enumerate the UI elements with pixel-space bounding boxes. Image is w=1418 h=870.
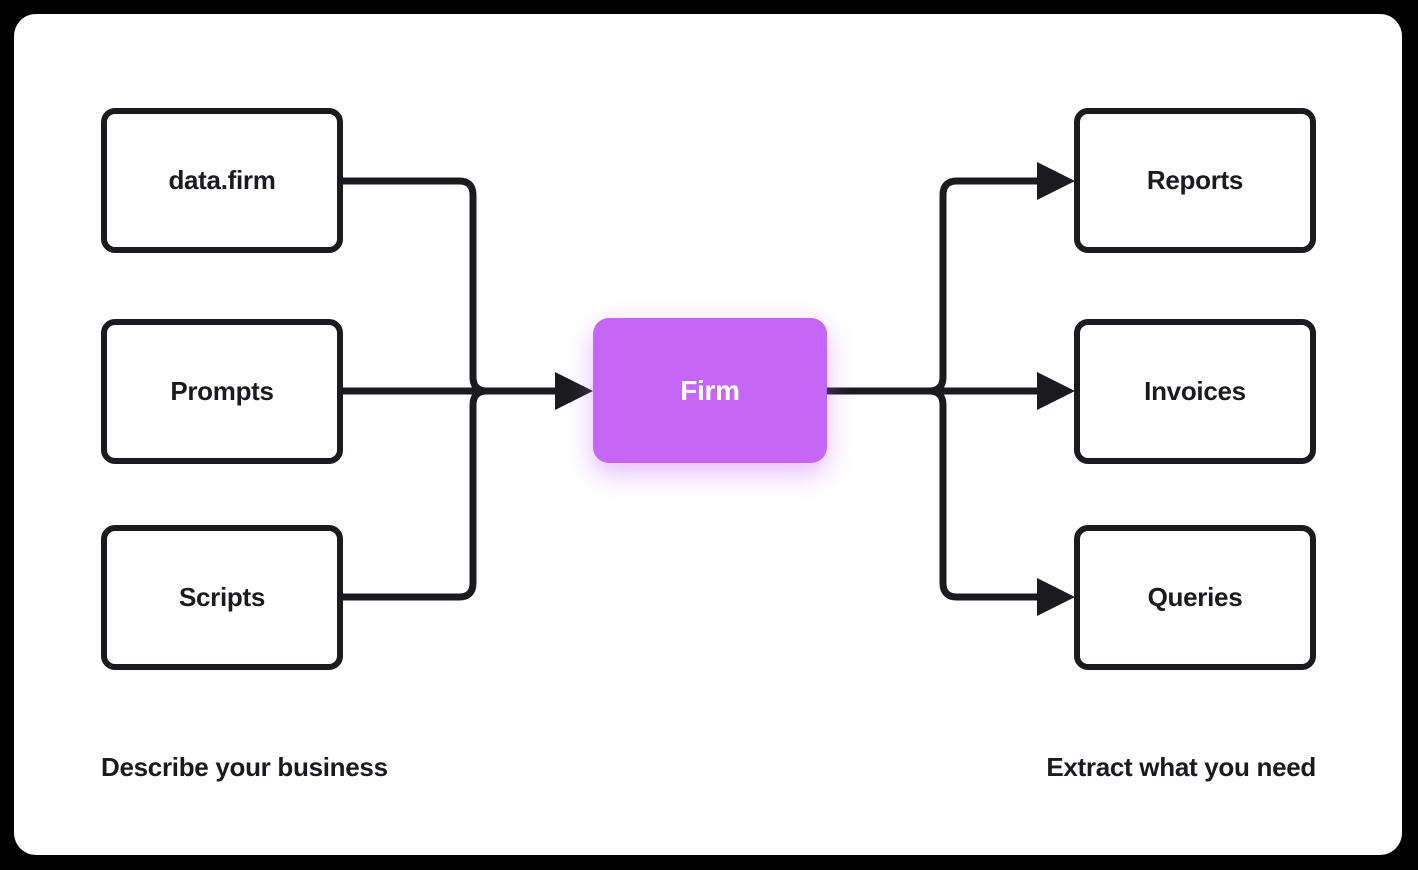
node-data-firm: data.firm xyxy=(101,108,343,253)
caption-describe-your-business: Describe your business xyxy=(101,752,388,782)
node-prompts: Prompts xyxy=(101,319,343,464)
node-reports: Reports xyxy=(1074,108,1316,253)
node-invoices-label: Invoices xyxy=(1144,376,1246,406)
node-scripts-label: Scripts xyxy=(178,582,266,612)
node-queries-label: Queries xyxy=(1147,582,1243,612)
node-scripts: Scripts xyxy=(101,525,343,670)
node-firm-label: Firm xyxy=(680,374,740,406)
node-prompts-label: Prompts xyxy=(170,376,274,406)
node-firm: Firm xyxy=(593,318,827,463)
caption-extract-what-you-need: Extract what you need xyxy=(1046,752,1316,782)
node-data-firm-label: data.firm xyxy=(168,165,276,195)
node-reports-label: Reports xyxy=(1146,165,1244,195)
node-invoices: Invoices xyxy=(1074,319,1316,464)
node-queries: Queries xyxy=(1074,525,1316,670)
